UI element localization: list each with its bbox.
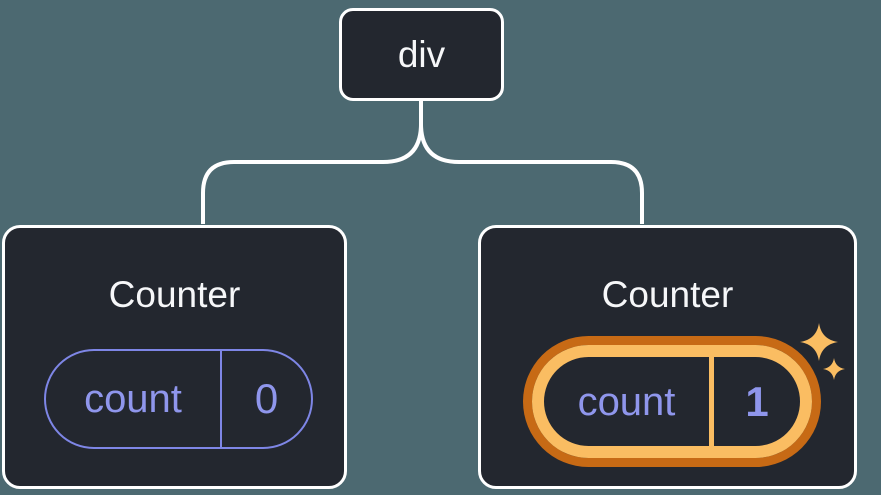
- state-value: 1: [745, 377, 769, 425]
- counter-right-title: Counter: [601, 274, 734, 315]
- pill-divider: [709, 357, 714, 446]
- sparkle-large: [800, 323, 838, 361]
- root-node-div: div: [339, 8, 504, 101]
- state-key-label: count: [577, 379, 676, 424]
- connector-branch-left: [201, 99, 423, 224]
- counter-left-title: Counter: [108, 274, 241, 315]
- pill-divider: [220, 351, 222, 447]
- counter-node-left: Counter count 0: [2, 225, 347, 489]
- state-value: 0: [254, 375, 279, 422]
- connector-branch-right: [419, 99, 644, 224]
- state-pill-left: count 0: [44, 349, 313, 449]
- state-key-label: count: [84, 377, 182, 421]
- root-node-label: div: [397, 33, 446, 75]
- sparkles-icon: [800, 323, 845, 380]
- counter-node-right: Counter count 1: [478, 225, 857, 489]
- state-pill-right-highlighted: count 1: [532, 345, 812, 458]
- sparkle-small: [823, 358, 845, 380]
